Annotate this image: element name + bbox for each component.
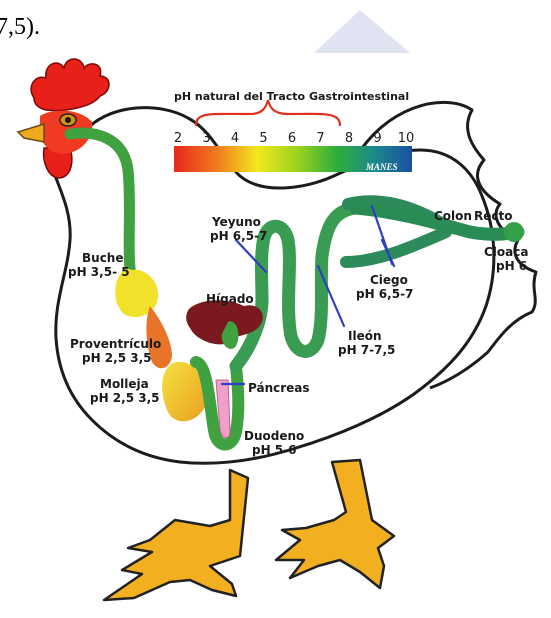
label-molleja: Molleja bbox=[100, 377, 149, 391]
ph-tick-label: 5 bbox=[259, 131, 267, 146]
ph-scale-title: pH natural del Tracto Gastrointestinal bbox=[174, 90, 409, 103]
label-pancreas: Páncreas bbox=[248, 381, 310, 395]
label-buche-ph: pH 3,5- 5 bbox=[68, 265, 130, 279]
label-ciego: Ciego bbox=[370, 273, 408, 287]
label-proventriculo-ph: pH 2,5 3,5 bbox=[82, 351, 152, 365]
label-ciego-ph: pH 6,5-7 bbox=[356, 287, 413, 301]
top-partial-text: 7,5). bbox=[0, 14, 40, 40]
ph-scale: pH natural del Tracto Gastrointestinal 2… bbox=[174, 90, 414, 172]
label-cloaca-ph: pH 6 bbox=[496, 259, 527, 273]
ph-tick-label: 8 bbox=[345, 131, 353, 146]
label-ileon: Ileón bbox=[348, 329, 382, 343]
ph-tick-label: 6 bbox=[288, 131, 296, 146]
label-buche: Buche bbox=[82, 251, 123, 265]
label-recto: Recto bbox=[474, 209, 512, 223]
label-duodeno: Duodeno bbox=[244, 429, 304, 443]
label-yeyuno-ph: pH 6,5-7 bbox=[210, 229, 267, 243]
ph-tick-label: 3 bbox=[202, 131, 210, 146]
label-duodeno-ph: pH 5-6 bbox=[252, 443, 297, 457]
label-colon: Colon bbox=[434, 209, 472, 223]
ph-tick-label: 2 bbox=[174, 131, 182, 146]
label-molleja-ph: pH 2,5 3,5 bbox=[90, 391, 160, 405]
comb bbox=[31, 59, 109, 110]
label-higado: Hígado bbox=[206, 292, 254, 306]
label-ileon-ph: pH 7-7,5 bbox=[338, 343, 395, 357]
ph-tick-label: 4 bbox=[231, 131, 239, 146]
ph-scale-credit: MANES bbox=[365, 162, 398, 172]
ph-tick-label: 9 bbox=[373, 131, 381, 146]
cloaca bbox=[504, 222, 524, 242]
ph-scale-bracket bbox=[196, 100, 340, 126]
eye bbox=[60, 114, 76, 126]
label-proventriculo: Proventrículo bbox=[70, 337, 161, 351]
label-yeyuno: Yeyuno bbox=[211, 215, 261, 229]
ph-tick-label: 7 bbox=[316, 131, 324, 146]
ph-tick-label: 10 bbox=[398, 131, 415, 146]
chicken-feet bbox=[104, 460, 394, 600]
watermark-triangle bbox=[314, 10, 410, 53]
beak bbox=[18, 124, 44, 142]
label-cloaca: Cloaca bbox=[484, 245, 528, 259]
